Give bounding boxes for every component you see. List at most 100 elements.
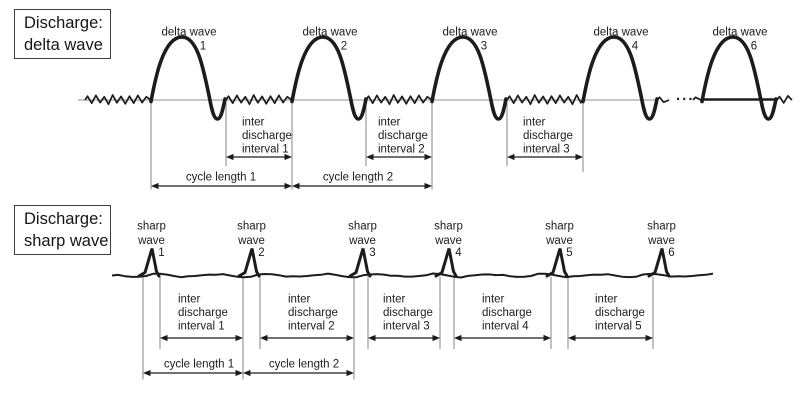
delta-interval-2-label-line1: inter [378, 117, 401, 129]
delta-interval-3-label-line3: interval 3 [523, 144, 570, 156]
sharp-wave-spike-6 [647, 248, 671, 278]
delta-wave-3-number: 3 [481, 41, 487, 53]
delta-interval-2-arrow-right-arrowhead [424, 153, 432, 161]
sharp-wave-5-label-line2: wave [545, 235, 573, 247]
sharp-wave-2-label-line2: wave [237, 235, 265, 247]
sharp-wave-4-label-line2: wave [434, 235, 462, 247]
delta-wave-1-label: delta wave [162, 27, 217, 39]
sharp-wave-spike-2 [237, 248, 261, 278]
delta-cycle-1-arrow-right-arrowhead [284, 182, 292, 190]
sharp-cycle-2-label: cycle length 2 [269, 359, 339, 371]
sharp-interval-3-arrow-left-arrowhead [368, 334, 376, 342]
sharp-interval-3-label-line2: discharge [383, 307, 433, 319]
sharp-interval-4-arrow-left-arrowhead [454, 334, 462, 342]
sharp-interval-2-label-line2: discharge [288, 307, 338, 319]
delta-cycle-1-arrow-left-arrowhead [151, 182, 159, 190]
sharp-cycle-2-arrow-left-arrowhead [243, 369, 251, 377]
sharp-wave-3-label-line2: wave [348, 235, 376, 247]
delta-cycle-2-label: cycle length 2 [323, 172, 393, 184]
sharp-wave-2-label-line1: sharp [237, 221, 266, 233]
delta-title-line1: Discharge: [24, 14, 103, 32]
delta-wave-curve-2 [290, 35, 368, 121]
delta-ellipsis: ... [676, 87, 695, 104]
delta-baseline-noise-5 [656, 96, 670, 104]
sharp-interval-2-label-line1: inter [288, 294, 311, 306]
delta-interval-1-label-line2: discharge [242, 130, 292, 142]
sharp-interval-2-arrow-right-arrowhead [346, 334, 354, 342]
delta-interval-2-arrow-left-arrowhead [366, 153, 374, 161]
delta-interval-1-label-line1: inter [242, 117, 265, 129]
sharp-wave-1-label-line1: sharp [137, 221, 166, 233]
delta-cycle-2-arrow-left-arrowhead [292, 182, 300, 190]
sharp-interval-4-arrow-right-arrowhead [543, 334, 551, 342]
sharp-wave-spike-4 [434, 248, 458, 278]
delta-wave-4-number: 4 [632, 41, 639, 53]
delta-cycle-2-arrow-right-arrowhead [424, 182, 432, 190]
sharp-interval-1-label-line1: inter [178, 294, 201, 306]
delta-cycle-1-label: cycle length 1 [186, 172, 256, 184]
sharp-interval-4-label-line1: inter [482, 294, 505, 306]
sharp-interval-4-label-line3: interval 4 [482, 321, 529, 333]
delta-discharge-title-box: Discharge: delta wave [14, 9, 111, 59]
sharp-wave-spike-5 [545, 248, 569, 278]
delta-wave-curve-3 [430, 35, 508, 121]
sharp-interval-5-arrow-left-arrowhead [568, 334, 576, 342]
sharp-interval-1-arrow-left-arrowhead [160, 334, 168, 342]
sharp-interval-3-arrow-right-arrowhead [432, 334, 440, 342]
delta-wave-4-label: delta wave [594, 27, 649, 39]
delta-wave-curve-6 [700, 35, 778, 121]
delta-wave-3-label: delta wave [443, 27, 498, 39]
sharp-interval-1-label-line3: interval 1 [178, 321, 225, 333]
sharp-baseline-trace [111, 272, 714, 279]
sharp-cycle-1-arrow-right-arrowhead [235, 369, 243, 377]
sharp-wave-spike-3 [348, 248, 372, 278]
delta-interval-3-label-line2: discharge [523, 130, 573, 142]
delta-interval-3-arrow-right-arrowhead [575, 153, 583, 161]
sharp-interval-3-label-line1: inter [383, 294, 406, 306]
sharp-interval-5-label-line1: inter [595, 294, 618, 306]
delta-baseline-noise-7 [776, 95, 793, 104]
delta-baseline-noise-6 [692, 96, 702, 101]
delta-interval-2-label-line2: discharge [378, 130, 428, 142]
delta-wave-5-number: 6 [751, 41, 757, 53]
delta-wave-1-number: 1 [200, 41, 206, 53]
sharp-wave-6-label-line1: sharp [647, 221, 676, 233]
sharp-interval-4-label-line2: discharge [482, 307, 532, 319]
delta-baseline-noise-3 [365, 94, 433, 106]
sharp-wave-4-label-line1: sharp [434, 221, 463, 233]
sharp-wave-spike-1 [137, 248, 161, 278]
delta-interval-3-label-line1: inter [523, 117, 546, 129]
sharp-interval-3-label-line3: interval 3 [383, 321, 430, 333]
delta-interval-3-arrow-left-arrowhead [507, 153, 515, 161]
delta-title-line2: delta wave [24, 36, 103, 55]
delta-baseline-noise-2 [225, 94, 293, 106]
delta-wave-2-number: 2 [341, 41, 347, 53]
delta-interval-1-arrow-right-arrowhead [284, 153, 292, 161]
delta-wave-2-label: delta wave [303, 27, 358, 39]
sharp-cycle-1-arrow-left-arrowhead [143, 369, 151, 377]
delta-baseline-noise-4 [506, 94, 584, 106]
sharp-wave-1-number: 1 [158, 247, 164, 259]
sharp-wave-6-label-line2: wave [647, 235, 675, 247]
sharp-interval-1-arrow-right-arrowhead [235, 334, 243, 342]
delta-interval-1-arrow-left-arrowhead [226, 153, 234, 161]
sharp-wave-5-number: 5 [566, 247, 572, 259]
sharp-wave-1-label-line2: wave [137, 235, 165, 247]
sharp-wave-4-number: 4 [455, 247, 462, 259]
sharp-interval-5-arrow-right-arrowhead [645, 334, 653, 342]
delta-interval-1-label-line3: interval 1 [242, 144, 289, 156]
delta-wave-curve-4 [581, 35, 659, 121]
sharp-interval-5-label-line3: interval 5 [595, 321, 642, 333]
sharp-cycle-2-arrow-right-arrowhead [346, 369, 354, 377]
sharp-wave-3-number: 3 [369, 247, 375, 259]
sharp-discharge-title-box: Discharge: sharp wave [14, 205, 111, 255]
sharp-wave-3-label-line1: sharp [348, 221, 377, 233]
sharp-title-line2: sharp wave [24, 232, 109, 251]
sharp-wave-2-number: 2 [258, 247, 264, 259]
sharp-interval-2-label-line3: interval 2 [288, 321, 335, 333]
sharp-title-line1: Discharge: [24, 210, 103, 228]
sharp-interval-1-label-line2: discharge [178, 307, 228, 319]
delta-wave-curve-1 [149, 35, 227, 121]
delta-wave-5-label: delta wave [713, 27, 768, 39]
